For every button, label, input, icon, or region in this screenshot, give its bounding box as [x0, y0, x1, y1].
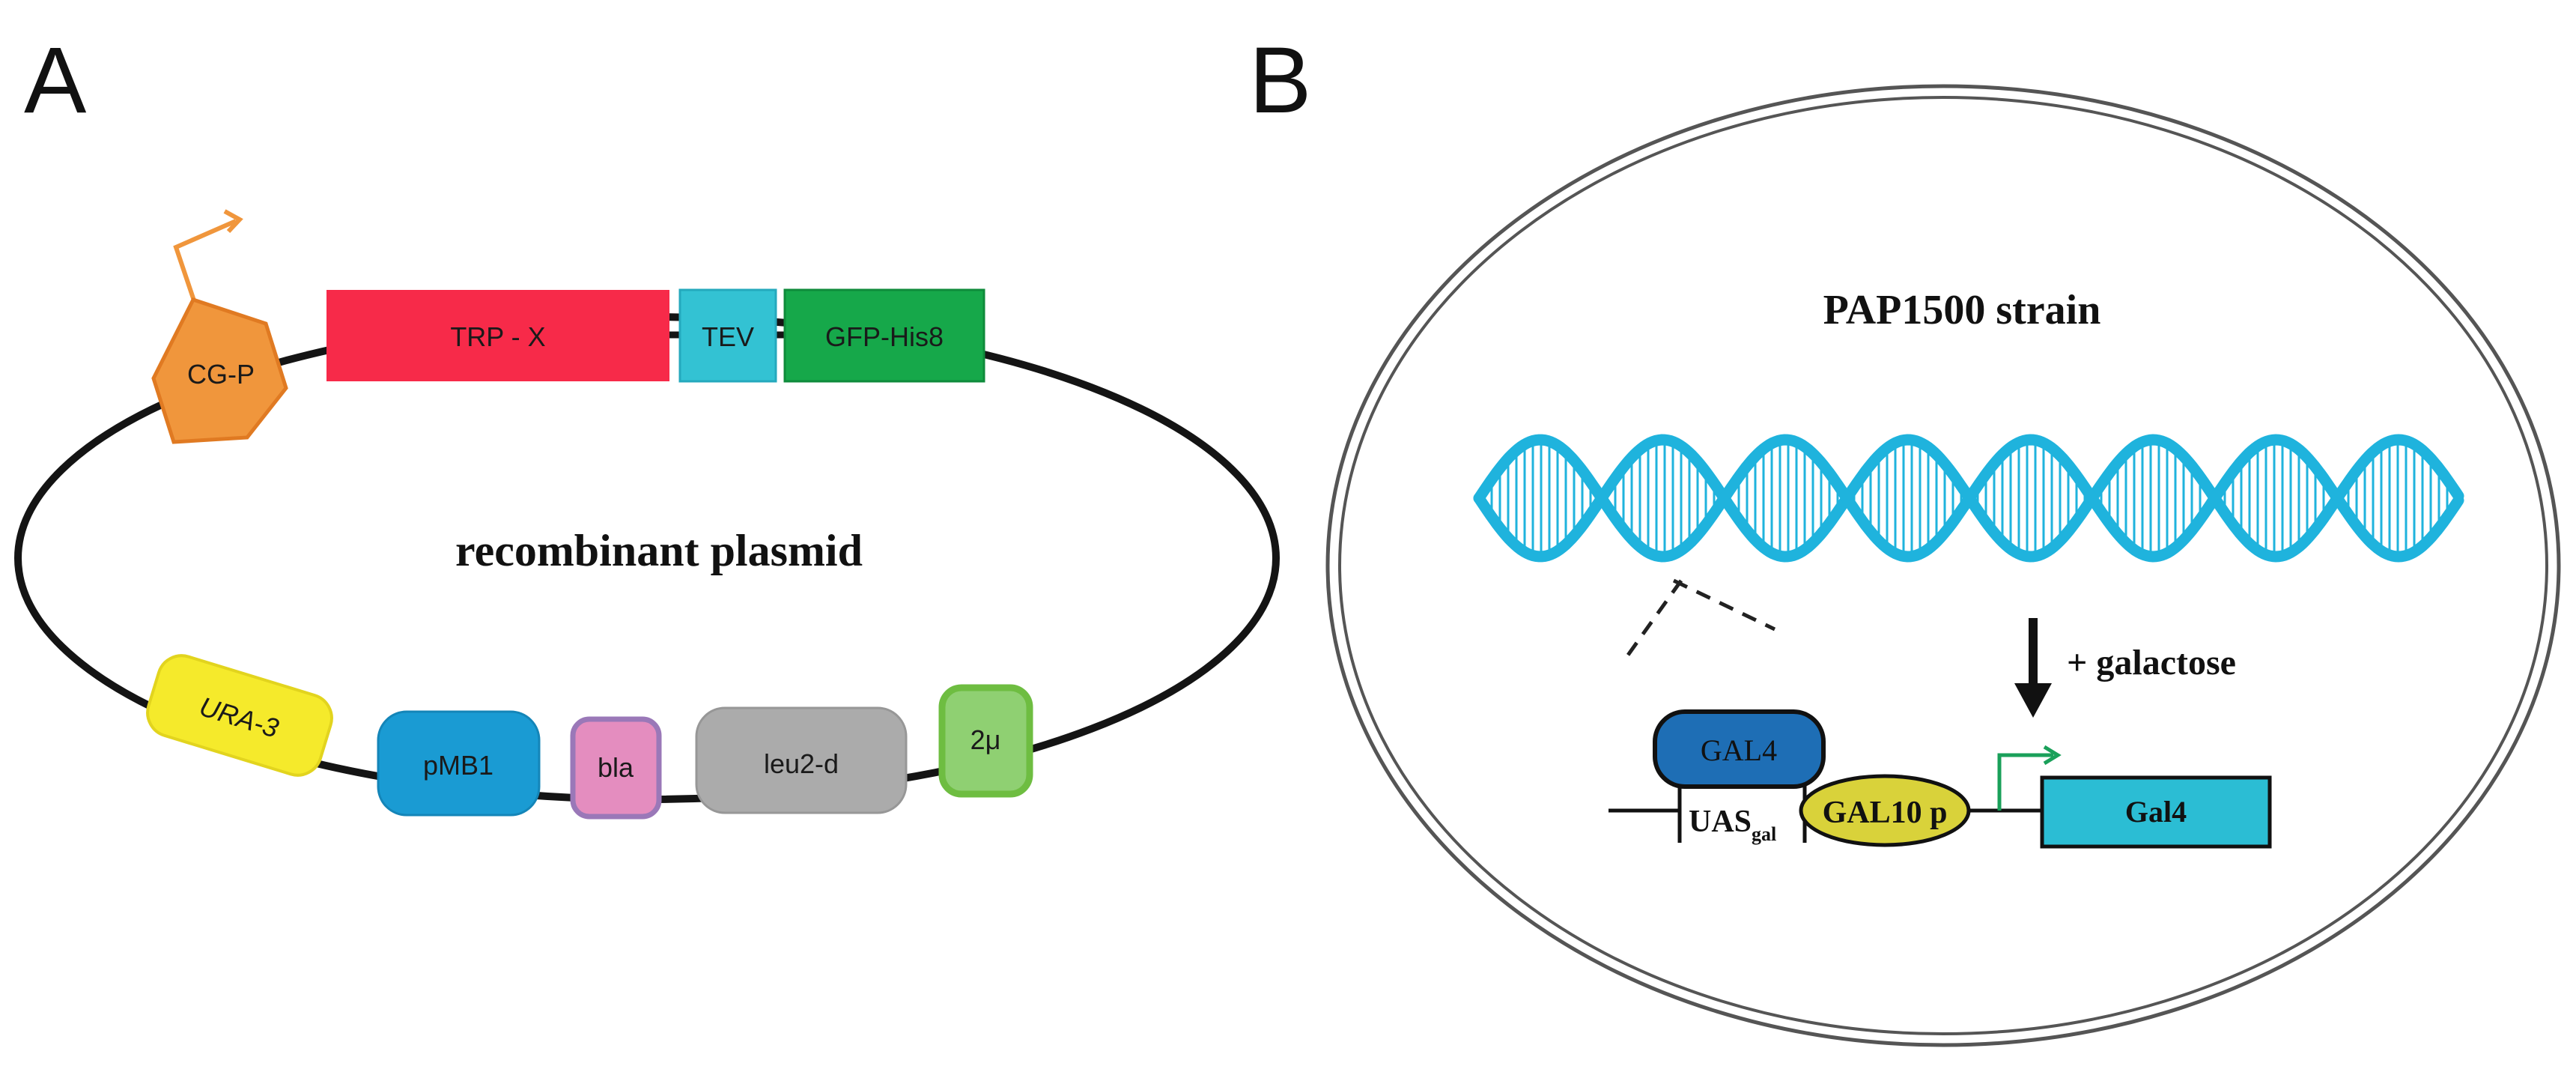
tss-arrow-head-icon — [2043, 745, 2062, 766]
zoom-line-right — [1672, 578, 1776, 632]
tev-box — [678, 288, 777, 383]
ura3-box — [146, 654, 333, 777]
uas-label-main: UAS — [1689, 805, 1752, 839]
dna-rungs — [1490, 440, 2449, 557]
gal10-promoter: GAL10 p — [1799, 774, 1971, 847]
induction-arrow-head-icon — [2014, 683, 2052, 718]
dna-strand — [1473, 434, 2464, 563]
zoom-line-left — [1623, 579, 1683, 661]
pmb1-box — [377, 710, 541, 817]
uas-gal-element: UASgal — [1677, 781, 1808, 845]
gal4-gene-label: Gal4 — [2125, 795, 2187, 829]
panel-a-letter: A — [24, 28, 87, 133]
bla-label: bla — [598, 752, 634, 783]
promoter-label: CG-P — [187, 359, 255, 390]
gal4-protein: GAL4 — [1653, 709, 1826, 789]
promoter-cg-p: CG-P — [151, 297, 288, 444]
gal10-promoter-shape — [1799, 774, 1971, 847]
trp-x-box — [326, 290, 669, 381]
plasmid-title: recombinant plasmid — [455, 526, 863, 575]
leu2d-label: leu2-d — [764, 748, 839, 779]
gal4-gene-box — [2040, 775, 2272, 849]
tss-arrow-icon — [1997, 753, 2053, 811]
two-micron-label: 2μ — [970, 724, 1001, 755]
panel-b: B PAP1500 strain + galactose UASgal — [1249, 28, 2561, 1047]
uas-label: UASgal — [1689, 805, 1776, 845]
promoter-arrow-icon — [173, 219, 237, 308]
uas-label-subscript: gal — [1752, 823, 1776, 845]
gfp-his8-label: GFP-His8 — [825, 321, 944, 352]
panel-b-letter: B — [1249, 28, 1311, 133]
dna-helix-icon — [1473, 434, 2464, 563]
strain-title: PAP1500 strain — [1823, 287, 2101, 333]
gfp-his8-box — [783, 288, 985, 383]
bla-element: bla — [570, 716, 662, 820]
leu2d-element: leu2-d — [695, 706, 908, 814]
bla-box — [570, 716, 662, 820]
cell-inner-membrane — [1338, 96, 2548, 1035]
pmb1-element: pMB1 — [377, 710, 541, 817]
promoter-arrow-head-icon — [223, 209, 243, 234]
galactose-label: + galactose — [2067, 643, 2236, 682]
gal4-protein-shape — [1653, 709, 1826, 789]
pmb1-label: pMB1 — [423, 750, 493, 781]
gal10-promoter-label: GAL10 p — [1823, 796, 1948, 830]
tev-label: TEV — [702, 321, 754, 352]
trp-x-label: TRP - X — [450, 321, 545, 352]
gal4-gene: Gal4 — [2040, 775, 2272, 849]
fusion-cassette: TRP - X TEV GFP-His8 — [326, 288, 985, 383]
cell-outer-membrane — [1325, 84, 2561, 1047]
leu2d-box — [695, 706, 908, 814]
two-micron-element: 2μ — [938, 684, 1033, 798]
panel-a: A CG-P TRP - X TEV GFP-His8 recombinant … — [14, 28, 1280, 820]
promoter-hexagon — [151, 297, 288, 444]
two-micron-box — [938, 684, 1033, 798]
gal4-protein-label: GAL4 — [1701, 733, 1777, 767]
ura3-element: URA-3 — [146, 654, 333, 777]
